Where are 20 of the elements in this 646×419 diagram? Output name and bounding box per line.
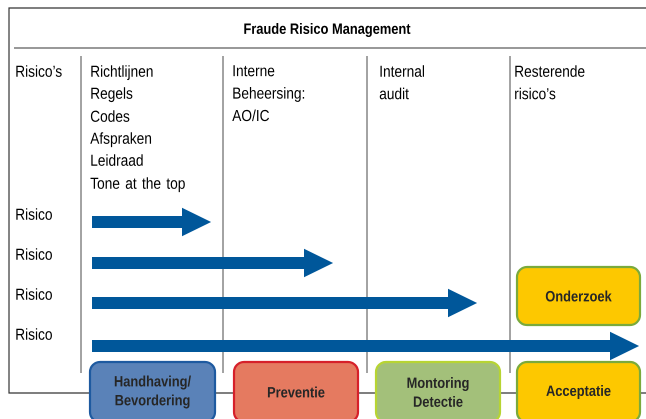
row-label: Risico bbox=[16, 208, 52, 220]
list-item: Codes bbox=[90, 110, 130, 122]
column-heading: Internal audit bbox=[380, 65, 424, 100]
column-heading: Resterende risico’s bbox=[515, 65, 584, 100]
stage-box: Acceptatie bbox=[516, 360, 642, 419]
row-label: Risico bbox=[16, 248, 52, 260]
stage-box: Handhaving/ Bevordering bbox=[88, 360, 216, 419]
column-heading: Risico’s bbox=[16, 65, 62, 77]
row-label: Risico bbox=[16, 328, 52, 340]
list-item: Tone at the top bbox=[90, 177, 185, 192]
list-item: Afspraken bbox=[90, 132, 152, 148]
list-item: Regels bbox=[91, 87, 132, 102]
stage-box: Preventie bbox=[232, 360, 360, 419]
row-label: Risico bbox=[16, 288, 52, 300]
list-item: Leidraad bbox=[91, 154, 143, 166]
stage-box: Montoring Detectie bbox=[374, 360, 502, 419]
stage-box: Onderzoek bbox=[516, 266, 642, 326]
list-item: Richtlijnen bbox=[91, 65, 153, 80]
column-heading: Interne Beheersing: AO/IC bbox=[232, 65, 304, 122]
title: Fraude Risico Management bbox=[244, 23, 410, 37]
